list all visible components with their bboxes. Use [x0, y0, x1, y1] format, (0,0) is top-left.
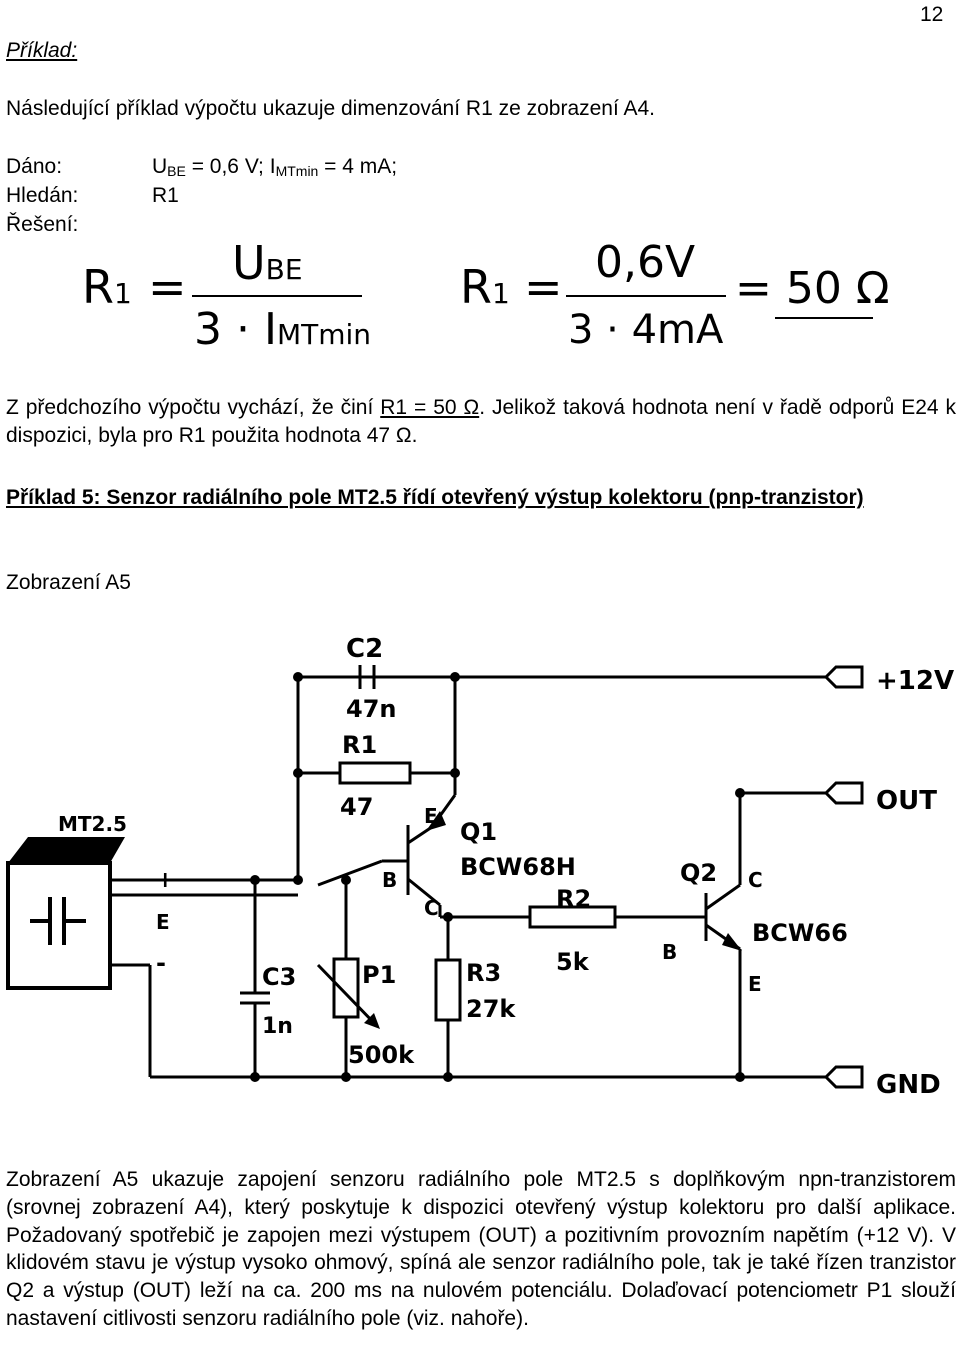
terminal-out-label: OUT — [876, 786, 937, 816]
q2-base-label: B — [662, 940, 677, 964]
formula1-eq: = — [148, 260, 187, 314]
paragraph-r1-result: Z předchozího výpočtu vychází, že činí R… — [6, 396, 956, 447]
r3-label: R3 — [466, 959, 501, 987]
formula2-result: = 50 Ω — [735, 263, 890, 314]
terminals — [823, 665, 864, 1089]
p1-wiper-arrow — [316, 963, 378, 1027]
formula2-lhs: R1 — [460, 260, 510, 314]
q1-label: Q1 — [460, 818, 497, 846]
r1-label: R1 — [342, 731, 377, 759]
c3-value: 1n — [262, 1014, 293, 1039]
figure-caption: Zobrazení A5 — [6, 571, 131, 594]
formula2-result-underline — [775, 317, 873, 319]
terminal-gnd-label: GND — [876, 1070, 941, 1100]
sensor-pin-minus: - — [156, 949, 166, 977]
q1-emitter-arrow — [426, 811, 446, 831]
q2-type: BCW66 — [752, 919, 848, 947]
c2-label: C2 — [346, 634, 383, 664]
intro-text: Následující příklad výpočtu ukazuje dime… — [6, 97, 656, 120]
formula2-fraction-bar — [566, 295, 726, 297]
given-values: UBE = 0,6 V; IMTmin = 4 mA; — [152, 155, 398, 179]
formula1-numerator: UBE — [232, 236, 303, 290]
formula1-lhs: R1 — [82, 260, 132, 314]
r1-value: 47 — [340, 793, 373, 821]
paragraph-description: Zobrazení A5 ukazuje zapojení senzoru ra… — [6, 1168, 956, 1330]
solution-label: Řešení: — [6, 213, 79, 236]
junction-dots — [250, 672, 745, 1082]
r3-value: 27k — [466, 995, 516, 1023]
q1-base-label: B — [382, 868, 397, 892]
sensor-pin-e: E — [156, 910, 170, 934]
q2-emitter-arrow — [722, 933, 742, 951]
circuit-schematic: C2 47n R1 47 E Q1 BCW68H B C R2 5k R3 27… — [6, 634, 954, 1100]
terminal-12v-label: +12V — [876, 666, 954, 696]
formula2-denominator: 3 · 4mA — [568, 307, 724, 353]
formula2-numerator: 0,6V — [595, 237, 696, 288]
p1-arrow-head — [364, 1013, 380, 1029]
sensor-pin-plus: + — [156, 868, 174, 893]
q2-emitter-label: E — [748, 972, 762, 996]
r3-resistor — [434, 958, 462, 1022]
c2-value: 47n — [346, 695, 396, 723]
r2-value: 5k — [556, 948, 590, 976]
q1-collector-label: C — [424, 896, 439, 920]
q1-emitter-label: E — [424, 804, 438, 828]
formula1-denominator: 3 · IMTmin — [194, 304, 371, 355]
mt25-sensor — [6, 837, 125, 990]
c3-label: C3 — [262, 963, 296, 991]
page-number: 12 — [920, 3, 944, 26]
r2-resistor — [528, 905, 617, 929]
r1-resistor — [338, 761, 412, 785]
p1-value: 500k — [348, 1041, 415, 1069]
sensor-label: MT2.5 — [58, 812, 127, 836]
find-label: Hledán: — [6, 184, 79, 207]
find-value: R1 — [152, 184, 179, 207]
p1-label: P1 — [362, 961, 396, 989]
example-label: Příklad: — [6, 39, 78, 62]
given-label: Dáno: — [6, 155, 63, 178]
q2-label: Q2 — [680, 859, 717, 887]
formula1-fraction-bar — [192, 295, 362, 297]
p1-potentiometer — [332, 957, 360, 1019]
r2-label: R2 — [556, 885, 591, 913]
q1-type: BCW68H — [460, 853, 576, 881]
schematic-wires — [110, 665, 826, 1079]
q2-collector-label: C — [748, 868, 763, 892]
formula2-eq: = — [524, 260, 563, 314]
section-heading: Příklad 5: Senzor radiálního pole MT2.5 … — [6, 486, 864, 509]
